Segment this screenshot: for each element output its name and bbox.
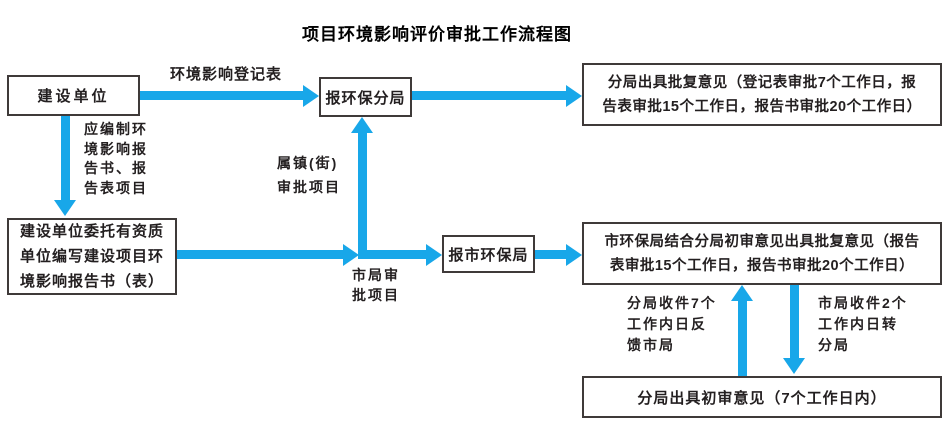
arrow-shaft: [358, 133, 367, 259]
node-city-approval-opinion: 市环保局结合分局初审意见出具批复意见（报告 表审批15个工作日，报告书审批20个…: [582, 222, 942, 285]
label-registration-form: 环境影响登记表: [169, 66, 282, 83]
label-town-street-projects: 属镇(街) 审批项目: [277, 155, 341, 195]
arrowhead-right-icon: [566, 85, 582, 107]
node-entrust-qualified-unit: 建设单位委托有资质 单位编写建设项目环 境影响报告书（表）: [7, 218, 177, 295]
arrowhead-right-icon: [343, 244, 359, 266]
arrow-shaft: [366, 250, 426, 259]
arrowhead-right-icon: [426, 244, 442, 266]
arrowhead-down-icon: [783, 358, 805, 374]
node-branch-approval-opinion: 分局出具批复意见（登记表审批7个工作日，报 告表审批15个工作日，报告书审批20…: [582, 63, 942, 126]
label-city-bureau-projects: 市局审 批项目: [352, 267, 400, 303]
node-construction-unit: 建设单位: [7, 75, 140, 116]
arrowhead-right-icon: [303, 85, 319, 107]
node-report-city-epa: 报市环保局: [442, 235, 535, 273]
arrow-shaft: [738, 301, 747, 376]
flowchart-title: 项目环境影响评价审批工作流程图: [302, 25, 572, 44]
label-branch-feedback: 分局收件7个 工作内日反 馈市局: [627, 295, 717, 353]
arrow-shaft: [177, 250, 343, 259]
label-city-transfer: 市局收件2个 工作内日转 分局: [818, 295, 908, 353]
arrow-shaft: [61, 116, 70, 202]
arrow-shaft: [790, 285, 799, 358]
node-report-epa-branch: 报环保分局: [319, 77, 412, 117]
arrow-shaft: [535, 250, 566, 259]
node-branch-initial-opinion: 分局出具初审意见（7个工作日内）: [582, 376, 942, 418]
arrowhead-down-icon: [54, 200, 76, 216]
arrow-shaft: [412, 91, 566, 100]
label-should-prepare: 应编制环 境影响报 告书、报 告表项目: [84, 121, 148, 196]
arrowhead-up-icon: [351, 117, 373, 133]
arrowhead-right-icon: [566, 244, 582, 266]
arrow-shaft: [140, 91, 304, 100]
arrowhead-up-icon: [731, 285, 753, 301]
